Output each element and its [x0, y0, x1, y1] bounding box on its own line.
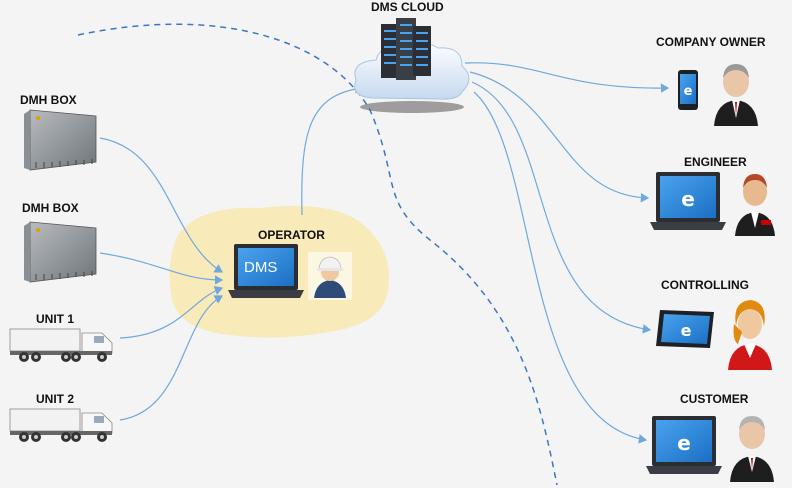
- operator-screen-text: DMS: [244, 259, 278, 276]
- arrow-box1-operator: [99, 137, 224, 273]
- phone-icon: e: [678, 70, 698, 110]
- arrow-unit1-operator: [119, 286, 224, 339]
- arrow-unit2-operator: [119, 295, 224, 421]
- arrow-cloud-owner: [464, 62, 670, 93]
- recipient-label-owner: COMPANY OWNER: [656, 35, 766, 49]
- edge-e-icon: e: [677, 431, 691, 455]
- arrow-cloud-customer: [473, 91, 648, 444]
- laptop-icon: e: [650, 172, 726, 230]
- user-avatar-icon: [728, 300, 772, 370]
- source-label-box1: DMH BOX: [20, 93, 77, 107]
- source-label-box2: DMH BOX: [22, 201, 79, 215]
- cloud-label: DMS CLOUD: [371, 0, 444, 14]
- user-avatar-icon: [735, 174, 775, 236]
- dmh-box-icon: [24, 109, 97, 171]
- arrow-cloud-engineer: [469, 71, 650, 203]
- arrow-box2-operator: [99, 252, 224, 285]
- arrow-cloud-controlling: [471, 81, 652, 334]
- source-label-unit2: UNIT 2: [36, 392, 75, 406]
- source-label-unit1: UNIT 1: [36, 312, 75, 326]
- truck-icon: [9, 408, 113, 442]
- cloud-server-icon: [354, 18, 470, 113]
- edge-e-icon: e: [684, 84, 693, 99]
- recipient-label-customer: CUSTOMER: [680, 392, 749, 406]
- dashed-connector: [77, 23, 558, 486]
- user-avatar-icon: [730, 416, 774, 482]
- hard-hat-worker-icon: [308, 252, 352, 300]
- recipient-label-controlling: CONTROLLING: [661, 278, 749, 292]
- user-avatar-icon: [714, 64, 758, 126]
- dmh-box-icon: [24, 221, 97, 283]
- operator-laptop-icon: [228, 244, 304, 298]
- edge-e-icon: e: [681, 321, 692, 340]
- arrow-operator-cloud: [301, 84, 364, 216]
- edge-e-icon: e: [681, 187, 695, 211]
- server-rack-icon: [381, 18, 431, 80]
- truck-icon: [9, 328, 113, 362]
- recipient-label-engineer: ENGINEER: [684, 155, 747, 169]
- laptop-icon: e: [646, 416, 722, 474]
- operator-label: OPERATOR: [258, 228, 325, 242]
- tablet-icon: e: [656, 310, 714, 348]
